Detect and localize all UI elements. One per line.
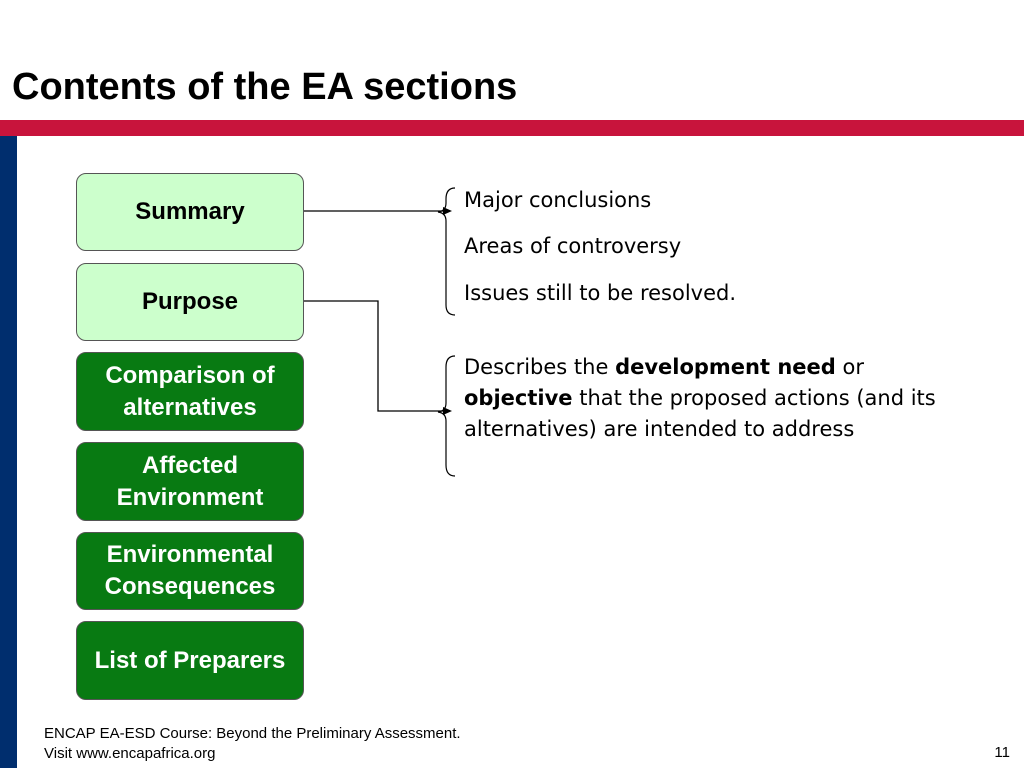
page-number: 11 — [994, 744, 1010, 761]
title-underline-bar — [0, 120, 1024, 136]
purpose-arrowhead — [443, 407, 452, 415]
purpose-note-text-3: that the proposed actions (and its alter… — [464, 386, 936, 441]
section-box-comparison-of-alternatives: Comparison of alternatives — [76, 352, 304, 431]
summary-notes-brace — [437, 187, 456, 316]
section-box-summary: Summary — [76, 173, 304, 251]
footer-course-line: ENCAP EA-ESD Course: Beyond the Prelimin… — [44, 725, 461, 742]
purpose-note-text-1: Describes the — [464, 355, 616, 379]
purpose-note-bold-objective: objective — [464, 386, 573, 410]
slide-title: Contents of the EA sections — [12, 66, 518, 108]
summary-note-major-conclusions: Major conclusions — [464, 188, 652, 212]
purpose-connector-arrow — [304, 300, 445, 412]
section-box-environmental-consequences: Environmental Consequences — [76, 532, 304, 610]
section-box-purpose: Purpose — [76, 263, 304, 341]
purpose-note-brace — [437, 355, 456, 477]
section-box-list-of-preparers: List of Preparers — [76, 621, 304, 700]
left-side-bar — [0, 136, 17, 768]
purpose-note-bold-development-need: development need — [615, 355, 836, 379]
purpose-note: Describes the development need or object… — [464, 352, 964, 445]
summary-note-issues-unresolved: Issues still to be resolved. — [464, 281, 737, 305]
purpose-note-text-2: or — [835, 355, 865, 379]
summary-arrowhead — [443, 207, 452, 215]
section-box-affected-environment: Affected Environment — [76, 442, 304, 521]
summary-note-areas-of-controversy: Areas of controversy — [464, 234, 682, 258]
footer-website-line: Visit www.encapafrica.org — [44, 745, 216, 762]
footer: ENCAP EA-ESD Course: Beyond the Prelimin… — [44, 724, 461, 764]
